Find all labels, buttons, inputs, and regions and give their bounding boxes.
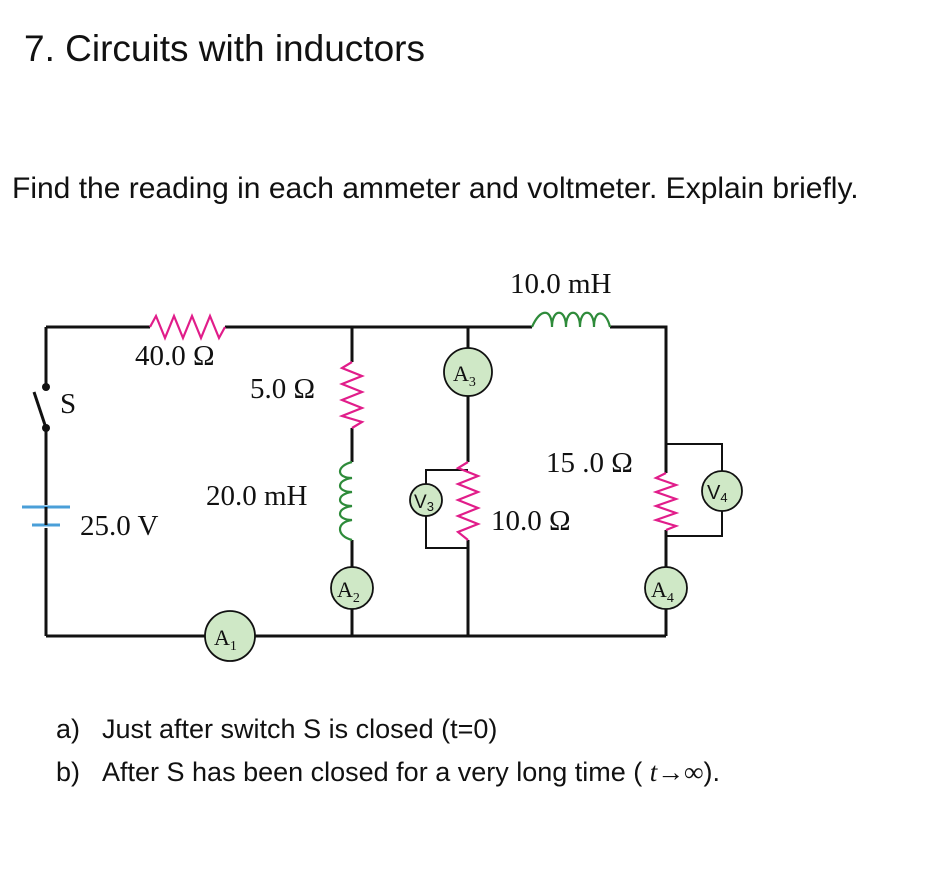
problem-instruction: Find the reading in each ammeter and vol… bbox=[12, 172, 859, 205]
label-switch: S bbox=[60, 388, 76, 420]
svg-text:V3: V3 bbox=[414, 492, 434, 514]
problem-heading: 7. Circuits with inductors bbox=[24, 28, 425, 69]
resistor-10-ohm bbox=[455, 461, 481, 541]
ammeter-a2: A2 bbox=[330, 566, 374, 610]
label-inductor-10mh: 10.0 mH bbox=[510, 268, 612, 300]
ammeter-a1: A1 bbox=[204, 610, 256, 662]
voltmeter-v3: V3 bbox=[409, 483, 443, 517]
resistor-5-ohm bbox=[338, 361, 365, 429]
label-resistor-10: 10.0 Ω bbox=[491, 505, 571, 537]
label-resistor-15: 15 .0 Ω bbox=[546, 447, 633, 479]
inductor-10mh bbox=[530, 311, 612, 328]
circuit-wires bbox=[44, 325, 723, 638]
question-a: a) Just after switch S is closed (t=0) bbox=[56, 714, 720, 745]
switch-s bbox=[32, 383, 50, 432]
question-a-text: Just after switch S is closed (t=0) bbox=[102, 714, 498, 744]
question-b-marker: b) bbox=[56, 757, 81, 787]
question-a-marker: a) bbox=[56, 714, 81, 744]
label-resistor-5: 5.0 Ω bbox=[250, 373, 315, 405]
svg-text:A2: A2 bbox=[337, 577, 360, 606]
resistor-40-ohm bbox=[149, 313, 226, 341]
question-b: b) After S has been closed for a very lon… bbox=[56, 757, 720, 788]
svg-text:A1: A1 bbox=[214, 625, 237, 654]
label-inductor-20mh: 20.0 mH bbox=[206, 480, 308, 512]
question-b-end: ). bbox=[703, 757, 721, 787]
ammeter-a3: A3 bbox=[443, 347, 493, 397]
voltmeter-v4: V4 bbox=[701, 470, 743, 512]
question-b-text: After S has been closed for a very long … bbox=[102, 757, 643, 787]
ammeter-a4: A4 bbox=[644, 566, 688, 610]
battery bbox=[22, 505, 70, 527]
label-resistor-40: 40.0 Ω bbox=[135, 340, 215, 372]
label-battery: 25.0 V bbox=[80, 510, 158, 542]
svg-text:V4: V4 bbox=[707, 482, 728, 505]
resistor-15-ohm bbox=[652, 472, 680, 532]
question-b-t-infinity: t→∞ bbox=[649, 757, 704, 787]
inductor-20mh bbox=[338, 460, 353, 542]
svg-text:A4: A4 bbox=[651, 577, 674, 606]
svg-text:A3: A3 bbox=[453, 361, 476, 390]
question-list: a) Just after switch S is closed (t=0) b)… bbox=[56, 714, 720, 800]
